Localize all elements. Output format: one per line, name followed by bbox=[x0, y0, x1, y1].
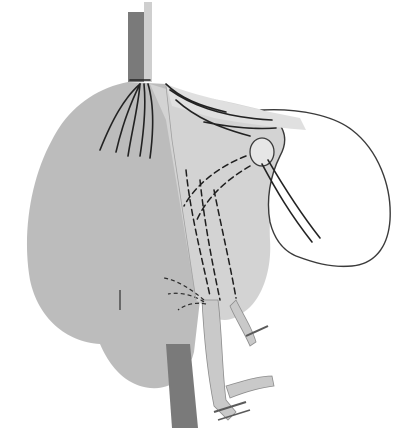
upper-vessel-light-stripe bbox=[144, 2, 152, 82]
oval-node bbox=[250, 138, 274, 166]
